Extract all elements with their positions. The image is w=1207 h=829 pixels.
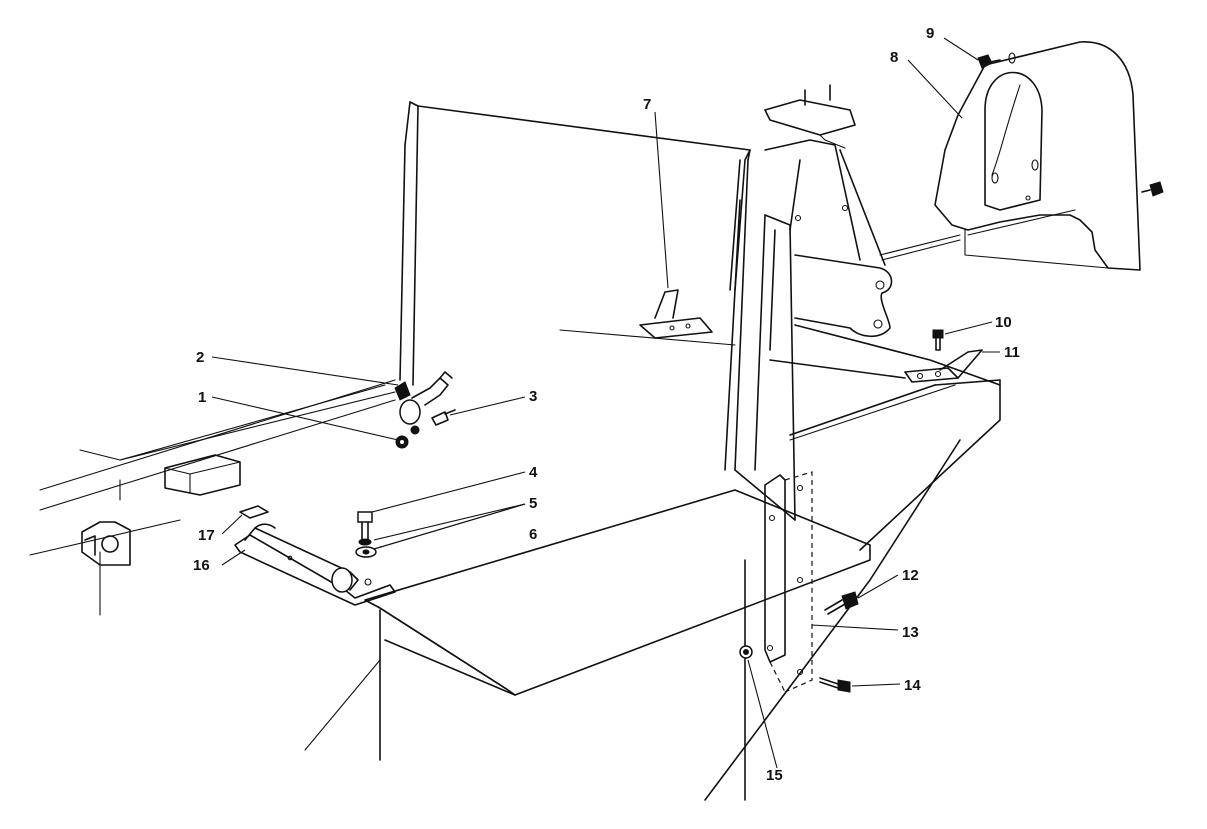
center-upright: [754, 214, 796, 521]
frame-bracket: [81, 521, 131, 566]
front-tray: [304, 489, 871, 761]
callout-6: 6: [529, 526, 537, 543]
bracket-11: [904, 349, 983, 383]
callout-5: 5: [529, 495, 537, 512]
hinge-16: [234, 523, 396, 606]
callout-3: 3: [529, 388, 537, 405]
lever-plate: [794, 254, 893, 338]
callout-4: 4: [529, 464, 538, 481]
bolt-4: [357, 511, 373, 541]
leader-lines: [211, 37, 1000, 769]
callout-13: 13: [902, 624, 919, 641]
side-box: [704, 324, 1001, 801]
screw-10: [932, 329, 944, 351]
hex-nut-1: [395, 435, 409, 449]
callout-1: 1: [198, 389, 206, 406]
callout-16: 16: [193, 557, 210, 574]
switch-assembly: [394, 371, 453, 435]
hex-screw-9: [977, 54, 1001, 69]
back-panel: [399, 101, 751, 471]
callout-2: 2: [196, 349, 204, 366]
lock-washer-5: [358, 538, 372, 546]
callout-15: 15: [766, 767, 783, 784]
bracket-7: [639, 289, 713, 339]
bolt-12: [824, 591, 859, 615]
hex-screw-right: [1141, 181, 1164, 197]
callout-labels: 1 2 3 4 5 6 7 8 9 10 11 12 13 14 15 16 1…: [193, 25, 1020, 784]
callout-11: 11: [1004, 344, 1020, 361]
rail-block: [164, 454, 241, 496]
callout-12: 12: [902, 567, 919, 584]
callout-9: 9: [926, 25, 934, 42]
callout-8: 8: [890, 49, 898, 66]
vertical-bracket: [764, 471, 813, 693]
callout-14: 14: [904, 677, 921, 694]
callout-10: 10: [995, 314, 1012, 331]
flat-washer-6: [355, 546, 377, 558]
nut-15: [739, 645, 753, 659]
callout-17: 17: [198, 527, 215, 544]
cover-guard: [934, 41, 1141, 271]
bolt-14: [819, 677, 851, 693]
frame-top-arm: [764, 84, 961, 266]
callout-7: 7: [643, 96, 651, 113]
tab-17: [239, 505, 269, 519]
screw-3: [431, 409, 456, 426]
